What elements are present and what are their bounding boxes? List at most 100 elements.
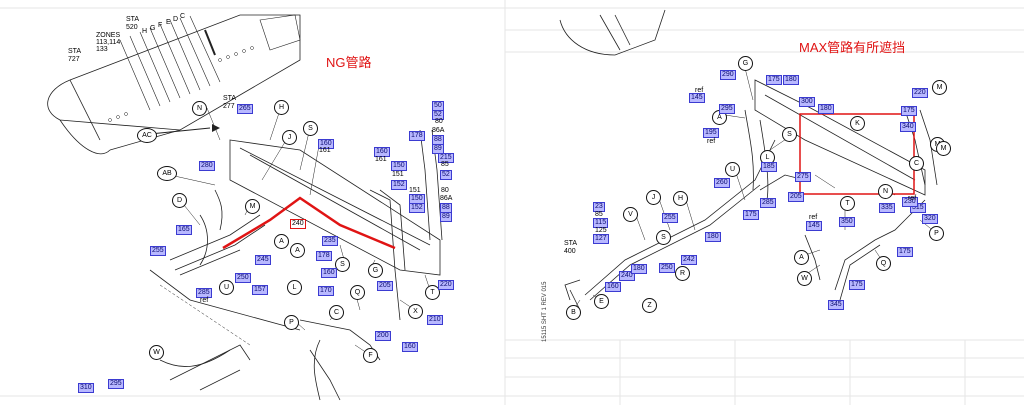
ref-box: 175 — [849, 280, 865, 290]
plain-label: ref — [707, 138, 716, 145]
callout-circle-e: E — [594, 294, 609, 309]
callout-circle-s: S — [303, 121, 318, 136]
sta-520-label: STA 520 — [126, 16, 140, 31]
stringer-letter: D — [173, 16, 179, 23]
highlighted-ref-box: 240 — [290, 219, 306, 229]
ref-box: 170 — [318, 286, 334, 296]
callout-circle-m: M — [245, 199, 260, 214]
callout-circle-c: C — [329, 305, 344, 320]
callout-circle-t: T — [425, 285, 440, 300]
callout-circle-s2: S — [335, 257, 350, 272]
ref-box: 175 — [743, 210, 759, 220]
plain-label: 86A — [440, 195, 453, 202]
ref-box: 250 — [659, 263, 675, 273]
ref-box: 255 — [662, 213, 678, 223]
stringer-letter: E — [166, 19, 171, 26]
callout-circle-m: M — [932, 80, 947, 95]
max-title: MAX管路有所遮挡 — [799, 40, 906, 55]
ref-box: 160 — [402, 342, 418, 352]
callout-circle-n: N — [192, 101, 207, 116]
ng-line-drawing — [47, 14, 443, 401]
plain-label: ref — [695, 87, 704, 94]
stringer-letter: G — [150, 25, 156, 32]
ref-box: 265 — [237, 104, 253, 114]
sta-727-label: STA 727 — [68, 48, 82, 63]
ref-box: 205 — [377, 281, 393, 291]
ref-box: 89 — [440, 212, 452, 222]
ref-box: 300 — [799, 97, 815, 107]
max-panel: MAX管路有所遮挡 STA 400 15115 SHT 1 REV 015 G … — [505, 0, 1024, 405]
plain-label: 86A — [432, 127, 445, 134]
ref-box: 160 — [374, 147, 390, 157]
ref-box: 145 — [689, 93, 705, 103]
ref-box: 180 — [631, 264, 647, 274]
plain-label: 80 — [441, 187, 449, 194]
plain-label: 151 — [409, 187, 421, 194]
plain-label: ref — [908, 195, 917, 202]
callout-circle-c: C — [909, 156, 924, 171]
callout-circle-s2: S — [656, 230, 671, 245]
sta-400-label: STA 400 — [564, 240, 578, 255]
callout-circle-q: Q — [876, 256, 891, 271]
ref-box: 175 — [901, 106, 917, 116]
ref-box: 52 — [440, 170, 452, 180]
ref-box: 50 — [432, 101, 444, 111]
callout-circle-w: W — [149, 345, 164, 360]
ref-box: 115 — [593, 218, 609, 228]
ref-box: 178 — [409, 131, 425, 141]
callout-circle-m3: M — [936, 141, 951, 156]
ref-box: 160 — [321, 268, 337, 278]
ref-box: 230 — [902, 197, 918, 207]
ref-box: 235 — [322, 236, 338, 246]
ref-box: 185 — [761, 162, 777, 172]
ref-box: 240 — [619, 271, 635, 281]
callout-circle-p: P — [929, 226, 944, 241]
callout-circle-u: U — [219, 280, 234, 295]
ref-box: 295 — [108, 379, 124, 389]
callout-circle-ac: AC — [137, 128, 157, 143]
ref-box: 180 — [783, 75, 799, 85]
plain-label: 161 — [375, 156, 387, 163]
plain-label: 125 — [595, 227, 607, 234]
plain-label: 85 — [441, 161, 449, 168]
sheet-revision-note: 15115 SHT 1 REV 015 — [542, 281, 548, 342]
callout-circle-r: R — [675, 266, 690, 281]
ref-box: 245 — [255, 255, 271, 265]
ref-box: 150 — [391, 161, 407, 171]
ref-box: 152 — [391, 180, 407, 190]
ref-box: 320 — [922, 214, 938, 224]
plain-label: 80 — [435, 118, 443, 125]
ref-box: 23 — [593, 202, 605, 212]
callout-circle-p: P — [284, 315, 299, 330]
callout-circle-d: D — [172, 193, 187, 208]
ref-box: 255 — [150, 246, 166, 256]
plain-label: 161 — [319, 147, 331, 154]
callout-circle-h: H — [673, 191, 688, 206]
ref-box: 157 — [252, 285, 268, 295]
ref-box: 145 — [806, 221, 822, 231]
ref-box: 165 — [176, 225, 192, 235]
ref-box: 345 — [828, 300, 844, 310]
plain-label: ref — [200, 297, 209, 304]
stringer-letter: F — [158, 22, 163, 29]
ref-box: 205 — [788, 192, 804, 202]
ref-box: 250 — [235, 273, 251, 283]
callout-circle-a2: A — [794, 250, 809, 265]
callout-circle-v: V — [623, 207, 638, 222]
ref-box: 127 — [593, 234, 609, 244]
ref-box: 215 — [438, 153, 454, 163]
callout-circle-z: Z — [642, 298, 657, 313]
callout-circle-u: U — [725, 162, 740, 177]
callout-circle-t: T — [840, 196, 855, 211]
ref-box: 290 — [720, 70, 736, 80]
ref-box: 200 — [375, 331, 391, 341]
ref-box: 178 — [316, 251, 332, 261]
ref-box: 175 — [897, 247, 913, 257]
ref-box: 160 — [605, 282, 621, 292]
ref-box: 89 — [432, 144, 444, 154]
ref-box: 88 — [432, 135, 444, 145]
ref-box: 310 — [78, 383, 94, 393]
sta-277-label: STA 277 — [223, 95, 237, 110]
